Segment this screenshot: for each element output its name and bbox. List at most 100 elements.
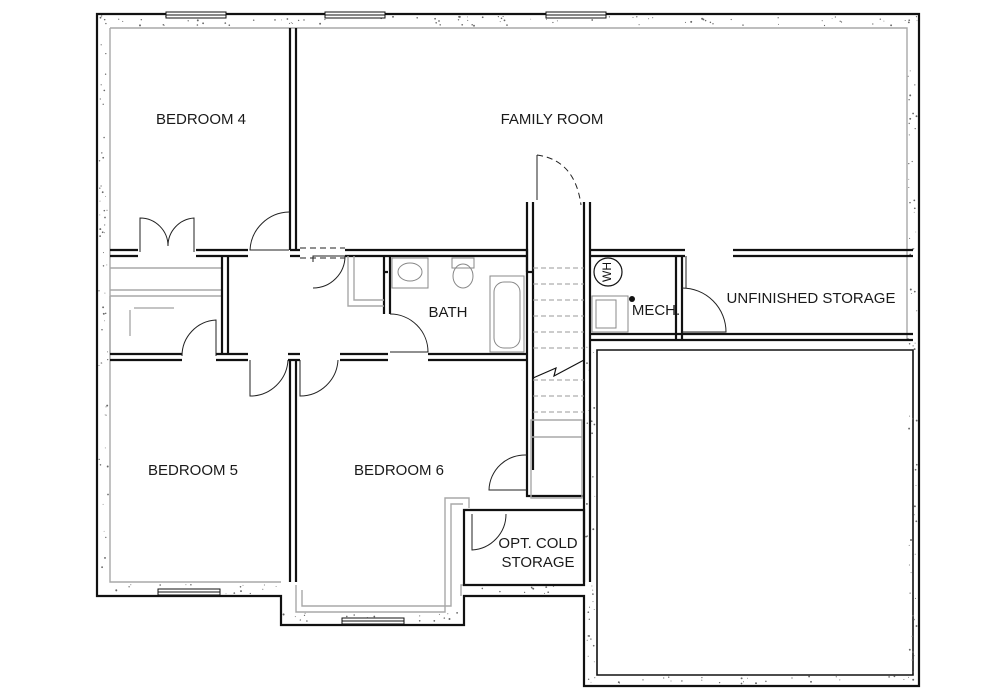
hatch-dot <box>202 22 205 25</box>
hatch-dot <box>98 365 100 366</box>
hatch-dot <box>590 638 592 640</box>
hatch-dot <box>913 505 916 508</box>
hatch-dot <box>912 678 915 681</box>
hatch-dot <box>297 19 300 22</box>
hatch-dot <box>608 16 611 18</box>
label-water-heater: WH <box>600 262 614 282</box>
hatch-dot <box>908 122 910 125</box>
hatch-dot <box>139 24 141 27</box>
hatch-dot <box>435 22 437 24</box>
label-mech: MECH. <box>632 302 680 319</box>
hatch-dot <box>915 463 918 466</box>
hatch-dot <box>587 611 590 614</box>
hatch-dot <box>915 520 918 523</box>
hatch-dot <box>105 195 106 197</box>
hatch-dot <box>105 414 107 416</box>
hatch-dot <box>592 593 594 595</box>
hatch-dot <box>840 21 843 23</box>
hatch-dot <box>913 211 915 213</box>
hatch-dot <box>103 136 105 139</box>
hatch-dot <box>306 620 308 622</box>
hatch-dot <box>588 606 591 608</box>
hatch-dot <box>228 24 231 26</box>
hatch-dot <box>457 19 460 21</box>
hatch-dot <box>810 680 812 683</box>
hatch-dot <box>530 18 532 20</box>
hatch-dot <box>908 99 910 101</box>
hatch-dot <box>701 679 703 681</box>
hatch-dot <box>909 253 911 256</box>
hatch-dot <box>104 73 107 75</box>
hatch-dot <box>879 18 881 20</box>
hatch-dot <box>456 612 458 614</box>
hatch-dot <box>185 584 187 586</box>
stairs <box>532 267 585 413</box>
hatch-dot <box>908 342 911 345</box>
hatch-dot <box>914 127 916 130</box>
hatch-dot <box>282 613 285 616</box>
hatch-dot <box>587 678 590 681</box>
hatch-dot <box>466 16 468 18</box>
hatch-dot <box>909 592 911 594</box>
hatch-dot <box>591 432 593 435</box>
hatch-dot <box>523 591 526 594</box>
hatch-dot <box>740 677 743 680</box>
mech-equipment <box>591 257 635 333</box>
hatch-dot <box>910 572 912 574</box>
label-cold-storage-line2: STORAGE <box>501 554 574 571</box>
hatch-dot <box>98 290 100 292</box>
label-bedroom-4: BEDROOM 4 <box>156 111 246 128</box>
hatch-dot <box>684 21 687 23</box>
hatch-dot <box>593 661 595 663</box>
label-cold-storage-line1: OPT. COLD <box>498 535 577 552</box>
hatch-dot <box>586 422 589 424</box>
hatch-dot <box>690 20 693 23</box>
hatch-dot <box>914 84 916 86</box>
hatch-dot <box>102 103 104 105</box>
hatch-dot <box>299 619 302 621</box>
hatch-dot <box>104 232 105 234</box>
hatch-dot <box>503 19 506 22</box>
hatch-dot <box>914 468 917 471</box>
hatch-dot <box>908 544 910 546</box>
hatch-dot <box>101 152 103 154</box>
hatch-dot <box>500 17 503 20</box>
hatch-dot <box>240 590 242 593</box>
hatch-dot <box>100 362 102 364</box>
hatch-dot <box>102 265 105 267</box>
hatch-dot <box>648 18 650 20</box>
hatch-dot <box>821 20 823 22</box>
hatch-dot <box>593 406 596 409</box>
hatch-dot <box>104 556 106 559</box>
hatch-dot <box>303 614 306 617</box>
hatch-dot <box>592 528 595 531</box>
hatch-dot <box>288 22 291 24</box>
hatch-dot <box>588 410 590 411</box>
hatch-dot <box>103 18 106 21</box>
hatch-dot <box>249 592 251 595</box>
hatch-dot <box>747 677 748 679</box>
hatch-dot <box>99 214 101 216</box>
hatch-dot <box>190 584 192 586</box>
hatch-dot <box>461 23 464 26</box>
hatch-dot <box>914 342 916 344</box>
label-bath: BATH <box>429 304 468 321</box>
hatch-dot <box>105 22 107 25</box>
hatch-dot <box>909 288 912 291</box>
hatch-dot <box>642 679 644 681</box>
hatch-dot <box>100 15 103 17</box>
hatch-dot <box>834 16 837 18</box>
hatch-dot <box>252 19 255 21</box>
hatch-dot <box>593 351 595 353</box>
hatch-dot <box>907 75 909 77</box>
hatch-dot <box>914 553 916 555</box>
hatch-dot <box>742 681 745 683</box>
hatch-dot <box>140 19 142 21</box>
hatch-dot <box>872 23 874 25</box>
windows <box>157 11 607 625</box>
hatch-dot <box>106 209 108 211</box>
hatch-dot <box>105 52 107 55</box>
hatch-dot <box>839 20 841 22</box>
hatch-dot <box>908 427 911 430</box>
